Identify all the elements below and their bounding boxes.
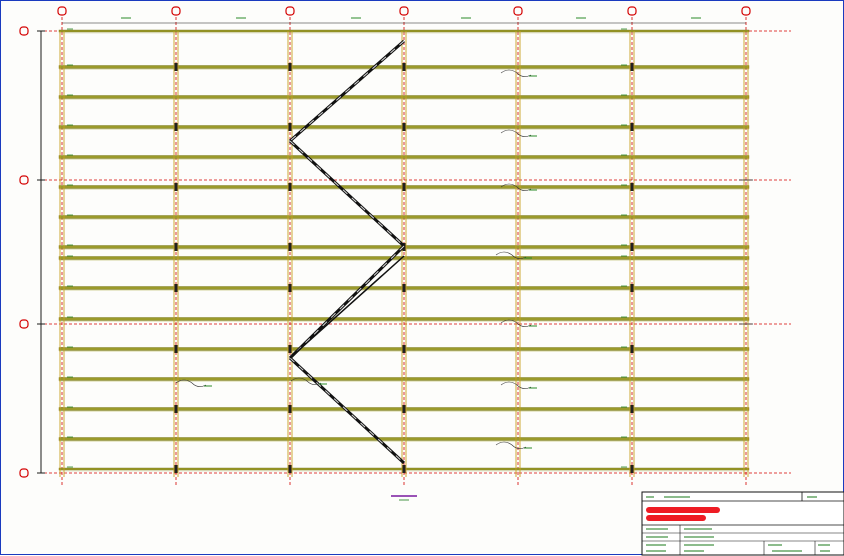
grid-lines	[39, 17, 791, 486]
leader-note-9	[175, 379, 207, 387]
connection-3-8	[288, 243, 292, 251]
connection-2-2	[174, 63, 178, 71]
leader-note-2	[500, 129, 532, 137]
row-bubble-shape-2	[19, 175, 29, 185]
connection-2-16	[174, 465, 178, 473]
leader-note-7	[495, 441, 527, 449]
column-bubble-6	[627, 6, 637, 16]
connection-6-8	[630, 243, 634, 251]
connection-3-16	[288, 465, 292, 473]
row-bubble-1	[19, 26, 29, 36]
leader-note-4	[495, 251, 527, 259]
connection-2-12	[174, 345, 178, 353]
row-bubble-3	[19, 319, 29, 329]
brace-inner-1	[289, 40, 405, 142]
connection-6-4	[630, 123, 634, 131]
connection-6-16	[630, 465, 634, 473]
leader-note-3	[500, 183, 532, 191]
connection-3-4	[288, 123, 292, 131]
beam-3	[58, 95, 750, 99]
connection-3-2	[288, 63, 292, 71]
leader-note-6	[500, 381, 532, 389]
column-bubble-shape-6	[627, 6, 637, 16]
column-bubble-shape-3	[285, 6, 295, 16]
connection-6-6	[630, 183, 634, 191]
column-bubble-4	[399, 6, 409, 16]
connection-6-2	[630, 63, 634, 71]
title-block	[641, 491, 844, 556]
beam-5	[58, 155, 750, 159]
column-bubble-shape-7	[741, 6, 751, 16]
column-bubble-2	[171, 6, 181, 16]
connection-2-6	[174, 183, 178, 191]
column-bubble-3	[285, 6, 295, 16]
connection-3-6	[288, 183, 292, 191]
beam-13	[58, 377, 750, 381]
column-bubble-shape-5	[513, 6, 523, 16]
connection-4-14	[402, 405, 406, 413]
row-bubble-shape-1	[19, 26, 29, 36]
column-bubble-5	[513, 6, 523, 16]
column-bubble-1	[57, 6, 67, 16]
leader-note-5	[500, 319, 532, 327]
connection-2-10	[174, 284, 178, 292]
connection-4-10	[402, 284, 406, 292]
connection-4-16	[402, 465, 406, 473]
brace-secondary	[289, 255, 405, 359]
column-bubble-shape-1	[57, 6, 67, 16]
bracing	[288, 39, 406, 465]
brace-inner-4	[289, 357, 405, 464]
connection-3-14	[288, 405, 292, 413]
connection-4-6	[402, 183, 406, 191]
column-bubble-7	[741, 6, 751, 16]
connection-2-4	[174, 123, 178, 131]
connection-4-12	[402, 345, 406, 353]
dimension-lines	[37, 22, 746, 474]
leader-note-8	[290, 377, 322, 385]
connection-2-14	[174, 405, 178, 413]
connection-6-14	[630, 405, 634, 413]
redacted-line-2	[646, 515, 706, 521]
connection-3-10	[288, 284, 292, 292]
connection-4-4	[402, 123, 406, 131]
connection-2-8	[174, 243, 178, 251]
grid-bubbles	[19, 6, 753, 478]
brace-inner-3	[289, 245, 405, 359]
columns	[59, 31, 749, 477]
row-bubble-shape-3	[19, 319, 29, 329]
leader-note-1	[500, 69, 532, 77]
brace-inner-2	[289, 140, 405, 247]
column-bubble-shape-2	[171, 6, 181, 16]
connection-3-12	[288, 345, 292, 353]
row-bubble-shape-4	[19, 468, 29, 478]
connection-6-10	[630, 284, 634, 292]
beam-7	[58, 215, 750, 219]
beam-15	[58, 437, 750, 441]
title-block-frame	[641, 491, 844, 556]
beam-11	[58, 317, 750, 321]
beam-1	[58, 29, 750, 33]
column-bubble-shape-4	[399, 6, 409, 16]
annotations	[67, 17, 701, 501]
row-bubble-2	[19, 175, 29, 185]
redacted-line-1	[646, 507, 720, 513]
row-bubble-4	[19, 468, 29, 478]
connection-4-2	[402, 63, 406, 71]
connection-6-12	[630, 345, 634, 353]
